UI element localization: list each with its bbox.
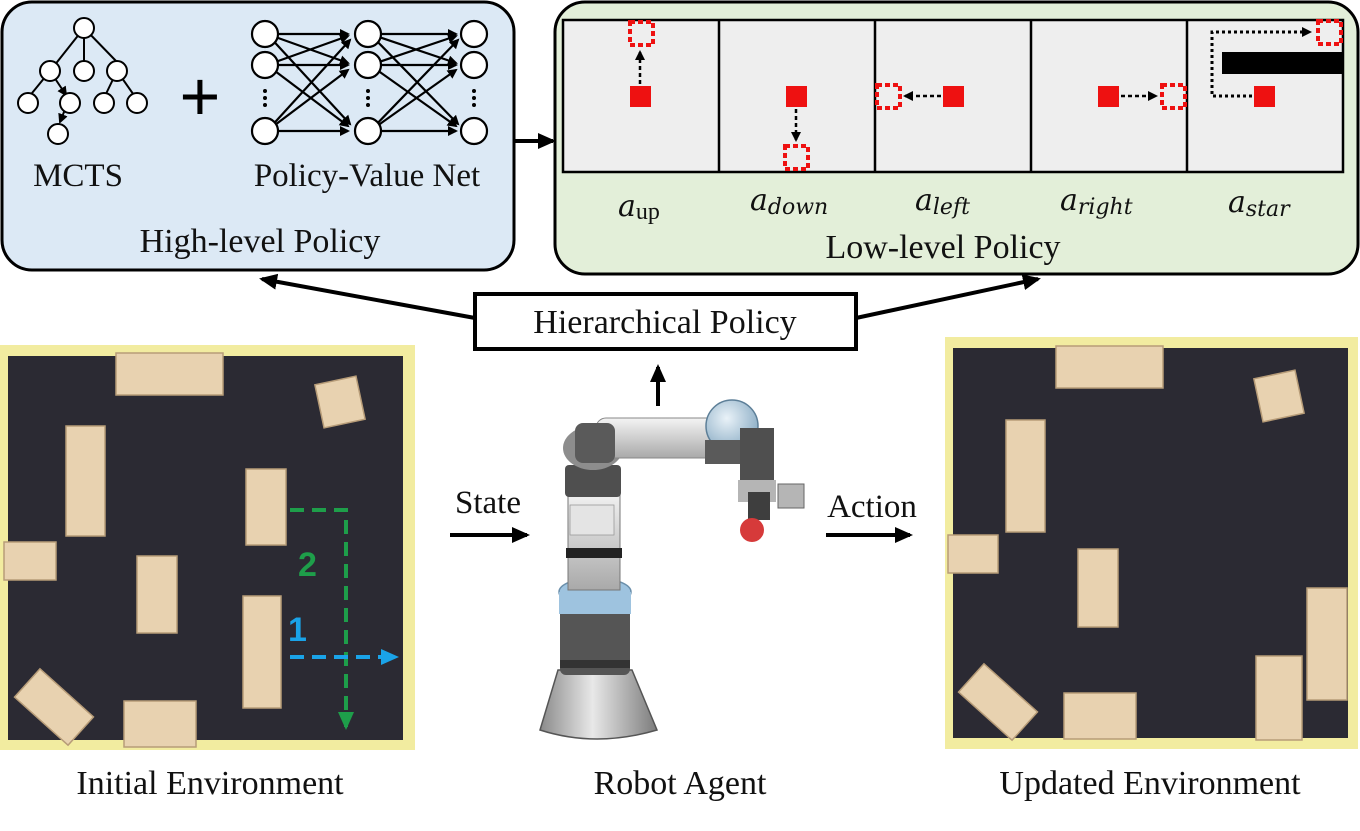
updated-environment-image [945,337,1358,749]
state-label: State [455,485,521,521]
action-cell-up [628,20,655,107]
high-level-policy-panel: MCTS + [0,0,516,272]
path-2-label: 2 [298,546,317,584]
action-label-left: aleft [915,183,970,220]
action-cell-left [875,83,964,110]
tree-icon [17,17,148,145]
arrow-to-low-level [855,274,1041,320]
hierarchical-policy-box: Hierarchical Policy [259,273,1041,406]
updated-environment-caption: Updated Environment [999,765,1301,802]
network-icon [250,19,489,146]
action-label-right: aright [1060,183,1133,220]
plus-sign: + [180,57,221,135]
arrow-to-high-level [259,273,476,320]
action-cell-down [783,86,810,171]
path-1-label: 1 [288,611,307,649]
robot-agent-caption: Robot Agent [594,765,767,802]
action-label-down: adown [750,183,828,220]
action-label-star: astar [1228,185,1291,222]
mcts-label: MCTS [33,158,123,194]
low-level-title: Low-level Policy [825,229,1060,266]
action-cell-right [1098,83,1187,110]
action-cell-star [1210,19,1343,107]
action-label: Action [827,489,917,525]
low-level-policy-panel: aup adown aleft aright astar Low-level P… [553,0,1360,276]
initial-environment-caption: Initial Environment [76,765,344,802]
obstacle-bar [1222,52,1342,74]
path-2-line [290,508,354,730]
network-label: Policy-Value Net [254,158,480,194]
high-level-title: High-level Policy [140,223,381,260]
robot-arm-icon [539,399,805,740]
action-label-up: aup [618,189,660,225]
initial-environment-image: 2 1 [0,345,415,750]
hierarchical-policy-label: Hierarchical Policy [533,304,796,341]
